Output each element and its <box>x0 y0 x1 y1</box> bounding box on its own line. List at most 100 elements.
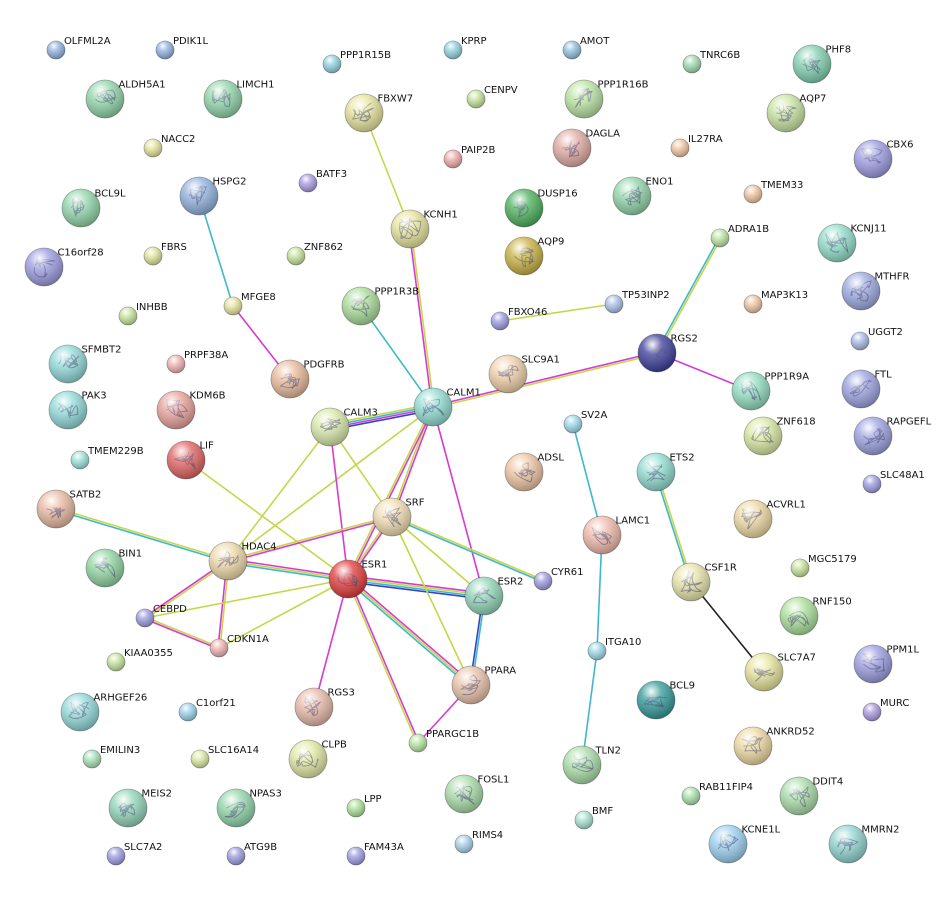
node-atg9b[interactable]: ATG9B <box>226 842 277 866</box>
node-il27ra[interactable]: IL27RA <box>670 134 723 158</box>
node-olfml2a[interactable]: OLFML2A <box>46 36 111 60</box>
node-map3k13[interactable]: MAP3K13 <box>743 290 808 314</box>
node-rgs2[interactable]: RGS2 <box>637 334 698 373</box>
node-ppp1r3b[interactable]: PPP1R3B <box>341 287 419 326</box>
node-limch1[interactable]: LIMCH1 <box>203 80 274 119</box>
node-amot[interactable]: AMOT <box>562 36 610 60</box>
node-lamc1[interactable]: LAMC1 <box>582 516 650 555</box>
node-acvrl1[interactable]: ACVRL1 <box>733 500 806 539</box>
node-ftl[interactable]: FTL <box>841 370 892 409</box>
node-sfmbt2[interactable]: SFMBT2 <box>48 345 122 384</box>
node-kprp[interactable]: KPRP <box>443 36 487 60</box>
node-bcl9l[interactable]: BCL9L <box>61 189 126 228</box>
node-rims4[interactable]: RIMS4 <box>454 830 503 854</box>
node-rapgefl[interactable]: RAPGEFL <box>853 417 932 456</box>
node-slc48a1[interactable]: SLC48A1 <box>862 470 925 494</box>
node-aldh5a1[interactable]: ALDH5A1 <box>85 80 166 119</box>
node-calm1[interactable]: CALM1 <box>413 388 481 427</box>
node-cebpd[interactable]: CEBPD <box>135 604 187 628</box>
node-pak3[interactable]: PAK3 <box>48 391 107 430</box>
node-fam43a[interactable]: FAM43A <box>346 842 404 866</box>
node-kiaa0355[interactable]: KIAA0355 <box>106 648 173 672</box>
node-ppp1r9a[interactable]: PPP1R9A <box>731 372 809 411</box>
node-ppargc1b[interactable]: PPARGC1B <box>408 729 479 753</box>
node-znf862[interactable]: ZNF862 <box>286 242 343 266</box>
node-lif[interactable]: LIF <box>166 441 214 480</box>
node-murc[interactable]: MURC <box>862 698 909 722</box>
node-sv2a[interactable]: SV2A <box>563 410 608 434</box>
node-dusp16[interactable]: DUSP16 <box>504 189 578 228</box>
node-batf3[interactable]: BATF3 <box>298 169 347 193</box>
node-fbxw7[interactable]: FBXW7 <box>344 94 413 133</box>
node-eno1[interactable]: ENO1 <box>612 177 673 216</box>
node-itga10[interactable]: ITGA10 <box>587 637 641 661</box>
node-mgc5179[interactable]: MGC5179 <box>790 554 857 578</box>
node-kdm6b[interactable]: KDM6B <box>156 391 226 430</box>
node-znf618[interactable]: ZNF618 <box>743 417 816 456</box>
node-clpb[interactable]: CLPB <box>288 740 347 779</box>
node-slc16a14[interactable]: SLC16A14 <box>190 745 259 769</box>
node-prpf38a[interactable]: PRPF38A <box>166 350 228 374</box>
node-aqp7[interactable]: AQP7 <box>766 94 826 133</box>
node-dagla[interactable]: DAGLA <box>552 129 620 168</box>
node-lpp[interactable]: LPP <box>346 794 382 818</box>
node-ppm1l[interactable]: PPM1L <box>853 645 920 684</box>
node-tnrc6b[interactable]: TNRC6B <box>682 50 740 74</box>
node-cdkn1a[interactable]: CDKN1A <box>209 634 269 658</box>
node-c16orf28[interactable]: C16orf28 <box>24 248 104 287</box>
node-srf[interactable]: SRF <box>372 498 425 537</box>
node-c1orf21[interactable]: C1orf21 <box>178 698 236 722</box>
node-cyr61[interactable]: CYR61 <box>533 567 584 591</box>
node-fbxo46[interactable]: FBXO46 <box>490 307 547 331</box>
node-mmrn2[interactable]: MMRN2 <box>828 825 899 864</box>
node-cenpv[interactable]: CENPV <box>466 85 518 109</box>
node-slc7a7[interactable]: SLC7A7 <box>744 653 816 692</box>
node-inhbb[interactable]: INHBB <box>118 302 168 326</box>
node-hspg2[interactable]: HSPG2 <box>179 177 246 216</box>
node-fbrs[interactable]: FBRS <box>143 242 187 266</box>
node-rgs3[interactable]: RGS3 <box>294 688 355 727</box>
node-meis2[interactable]: MEIS2 <box>108 789 172 828</box>
node-fosl1[interactable]: FOSL1 <box>444 775 509 814</box>
node-hdac4[interactable]: HDAC4 <box>208 542 277 581</box>
node-esr2[interactable]: ESR2 <box>464 577 523 616</box>
node-bmf[interactable]: BMF <box>574 806 613 830</box>
node-mthfr[interactable]: MTHFR <box>841 272 909 311</box>
node-uggt2[interactable]: UGGT2 <box>850 327 903 351</box>
node-slc9a1[interactable]: SLC9A1 <box>488 355 560 394</box>
node-esr1[interactable]: ESR1 <box>328 560 387 599</box>
node-arhgef26[interactable]: ARHGEF26 <box>60 693 147 732</box>
node-emilin3[interactable]: EMILIN3 <box>82 745 140 769</box>
node-kcnj11[interactable]: KCNJ11 <box>817 224 887 263</box>
node-bcl9[interactable]: BCL9 <box>636 681 695 720</box>
node-slc7a2[interactable]: SLC7A2 <box>106 842 162 866</box>
node-rnf150[interactable]: RNF150 <box>779 597 852 636</box>
node-mfge8[interactable]: MFGE8 <box>223 292 276 316</box>
node-csf1r[interactable]: CSF1R <box>671 563 737 602</box>
node-tmem33[interactable]: TMEM33 <box>743 180 803 204</box>
node-pdgfrb[interactable]: PDGFRB <box>270 360 345 399</box>
node-paip2b[interactable]: PAIP2B <box>443 145 496 169</box>
node-aqp9[interactable]: AQP9 <box>504 237 564 276</box>
node-tp53inp2[interactable]: TP53INP2 <box>604 290 670 314</box>
node-pdik1l[interactable]: PDIK1L <box>155 36 209 60</box>
node-kcnh1[interactable]: KCNH1 <box>390 210 458 249</box>
node-bin1[interactable]: BIN1 <box>85 549 142 588</box>
node-ppara[interactable]: PPARA <box>451 666 516 705</box>
node-ankrd52[interactable]: ANKRD52 <box>733 727 815 766</box>
node-ppp1r15b[interactable]: PPP1R15B <box>322 50 391 74</box>
node-calm3[interactable]: CALM3 <box>310 408 378 447</box>
node-adra1b[interactable]: ADRA1B <box>710 224 769 248</box>
node-ddit4[interactable]: DDIT4 <box>779 777 843 816</box>
node-npas3[interactable]: NPAS3 <box>216 789 282 828</box>
node-cbx6[interactable]: CBX6 <box>853 140 914 179</box>
node-phf8[interactable]: PHF8 <box>792 45 851 84</box>
node-satb2[interactable]: SATB2 <box>36 490 101 529</box>
node-tmem229b[interactable]: TMEM229B <box>70 446 144 470</box>
node-nacc2[interactable]: NACC2 <box>143 134 195 158</box>
node-ppp1r16b[interactable]: PPP1R16B <box>564 80 649 119</box>
node-ets2[interactable]: ETS2 <box>636 453 695 492</box>
node-rab11fip4[interactable]: RAB11FIP4 <box>681 782 753 806</box>
node-tln2[interactable]: TLN2 <box>562 746 621 785</box>
node-kcne1l[interactable]: KCNE1L <box>708 825 781 864</box>
